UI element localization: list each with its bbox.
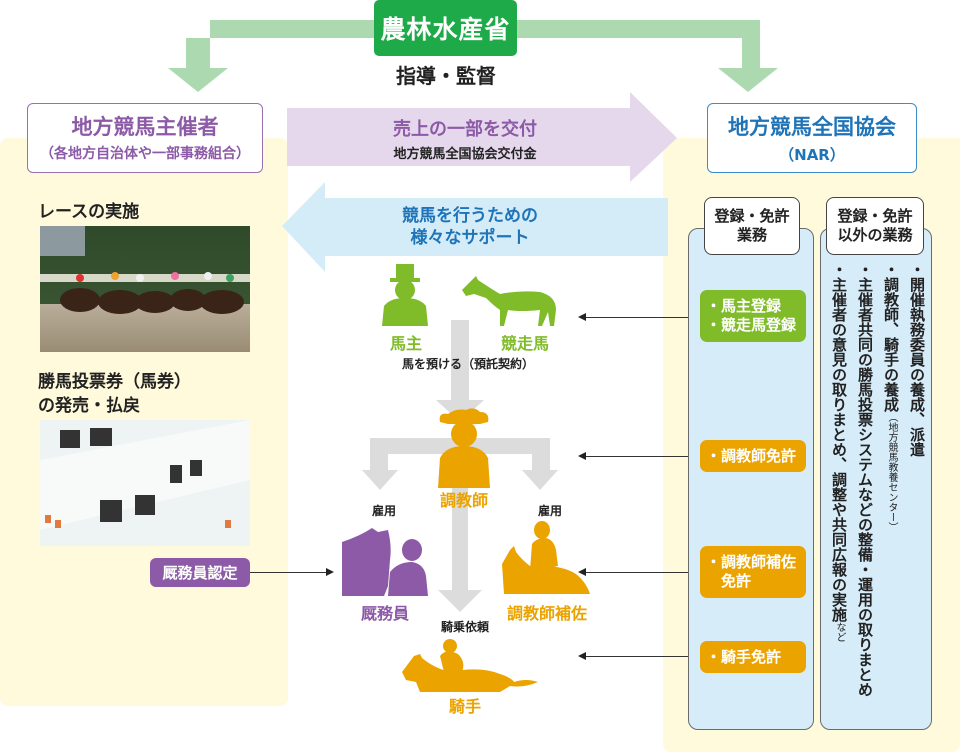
ministry-label: 農林水産省 — [380, 15, 511, 44]
tag-owner-registration: ・馬主登録 — [706, 297, 782, 315]
tag-jockey-license: ・騎手免許 — [700, 641, 806, 673]
jockey-icon — [402, 639, 538, 692]
payment-subtitle: 地方競馬全国協会交付金 — [393, 147, 537, 162]
jockey-label: 騎手 — [448, 697, 481, 716]
tag-assistant-line2: 免許 — [706, 572, 752, 590]
duty-betting-system: ・主催者共同の勝馬投票システムなどの整備・運用の取りまとめ — [856, 262, 874, 697]
groom-label: 厩務員 — [360, 604, 409, 623]
tag-owner-horse-registration: ・馬主登録 ・競走馬登録 — [700, 290, 806, 342]
tag-trainer-license-text: ・調教師免許 — [706, 446, 797, 465]
organizer-subtitle: （各地方自治体や一部事務組合） — [40, 146, 250, 162]
guidance-arrows — [168, 20, 778, 92]
payment-title: 売上の一部を交付 — [393, 119, 537, 140]
ticket-label-line1: 勝馬投票券（馬券） — [38, 372, 191, 392]
duty-etc-note: など — [834, 622, 845, 642]
support-line1: 競馬を行うための — [402, 206, 538, 226]
other-header-line1: 登録・免許 — [837, 207, 913, 225]
support-line2: 様々なサポート — [410, 228, 530, 248]
support-arrow — [282, 182, 668, 272]
duty-opinion-coordination: ・主催者の意見の取りまとめ、調整や共同広報の実施など — [826, 262, 852, 722]
flow-arrows — [362, 320, 558, 612]
owner-label: 馬主 — [389, 334, 422, 353]
ticket-label-line2: の発売・払戻 — [38, 396, 140, 416]
race-photo — [40, 226, 250, 352]
connector-trainer-license — [585, 456, 700, 458]
trainer-branch — [362, 438, 558, 490]
organizer-title: 地方競馬主催者 — [71, 115, 219, 139]
licensing-header-line2: 業務 — [736, 226, 767, 244]
employ-left-label: 雇用 — [371, 504, 396, 518]
guidance-arrow-right — [517, 20, 778, 92]
employ-right-label: 雇用 — [537, 504, 562, 518]
tag-jockey-license-text: ・騎手免許 — [706, 647, 782, 666]
ticket-label: 勝馬投票券（馬券） の発売・払戻 — [38, 370, 191, 418]
other-duties-list: ・開催執務委員の養成、派遣 ・調教師、騎手の養成（地方競馬教養センター） ・主催… — [826, 262, 930, 722]
racehorse-label: 競走馬 — [500, 334, 549, 353]
arrowhead-jockey — [578, 652, 586, 660]
ministry-box: 農林水産省 — [374, 0, 517, 56]
duty-training-center-note: （地方競馬教養センター） — [886, 412, 897, 532]
ride-request-arrow — [438, 454, 482, 612]
assistant-trainer-icon — [502, 521, 590, 594]
duty-trainer-jockey-training: ・調教師、騎手の養成（地方競馬教養センター） — [878, 262, 904, 722]
tag-assistant-trainer-license: ・調教師補佐 免許 — [700, 546, 806, 598]
arrowhead-assistant — [578, 568, 586, 576]
organizer-box: 地方競馬主催者 （各地方自治体や一部事務組合） — [27, 103, 263, 173]
duty-opinion-text: ・主催者の意見の取りまとめ、調整や共同広報の実施 — [830, 262, 848, 622]
trainer-label: 調教師 — [439, 491, 488, 510]
stable-cert-arrowhead — [326, 568, 334, 576]
other-duties-column-header: 登録・免許 以外の業務 — [826, 197, 924, 255]
licensing-header-line1: 登録・免許 — [714, 207, 790, 225]
race-label: レースの実施 — [38, 202, 140, 222]
payment-arrow — [287, 92, 677, 182]
nar-box: 地方競馬全国協会 （NAR） — [707, 103, 917, 173]
support-text: 競馬を行うための 様々なサポート — [340, 205, 600, 249]
licensing-column-header: 登録・免許 業務 — [704, 197, 800, 255]
connector-jockey-license — [585, 656, 700, 658]
deposit-arrow — [436, 320, 484, 422]
arrowhead-owner — [578, 313, 586, 321]
tag-trainer-license: ・調教師免許 — [700, 440, 806, 472]
ride-request-label: 騎乗依頼 — [440, 620, 489, 634]
duty-official-training: ・開催執務委員の養成、派遣 — [908, 262, 926, 457]
stable-cert-line — [250, 572, 328, 574]
nar-subtitle: （NAR） — [779, 146, 845, 164]
stable-cert-tag: 厩務員認定 — [150, 558, 250, 587]
assistant-trainer-label: 調教師補佐 — [506, 604, 587, 623]
payment-text: 売上の一部を交付 地方競馬全国協会交付金 — [300, 115, 630, 162]
connector-assistant-license — [585, 572, 700, 574]
deposit-label: 馬を預ける（預託契約） — [401, 357, 534, 371]
connector-owner-registration — [585, 317, 700, 319]
ticket-photo — [40, 420, 250, 546]
arrowhead-trainer — [578, 452, 586, 460]
racehorse-icon — [462, 276, 556, 326]
trainer-icon — [438, 408, 490, 488]
guidance-arrow-left — [168, 20, 374, 92]
owner-icon — [382, 264, 428, 326]
duty-trainer-jockey-text: ・調教師、騎手の養成 — [882, 262, 900, 412]
tag-horse-registration: ・競走馬登録 — [706, 316, 797, 334]
other-header-line2: 以外の業務 — [837, 226, 913, 244]
guidance-label: 指導・監督 — [396, 64, 496, 88]
nar-title: 地方競馬全国協会 — [728, 115, 896, 139]
other-duties-column — [820, 228, 932, 730]
groom-icon — [342, 528, 428, 596]
tag-assistant-line1: ・調教師補佐 — [706, 553, 797, 571]
